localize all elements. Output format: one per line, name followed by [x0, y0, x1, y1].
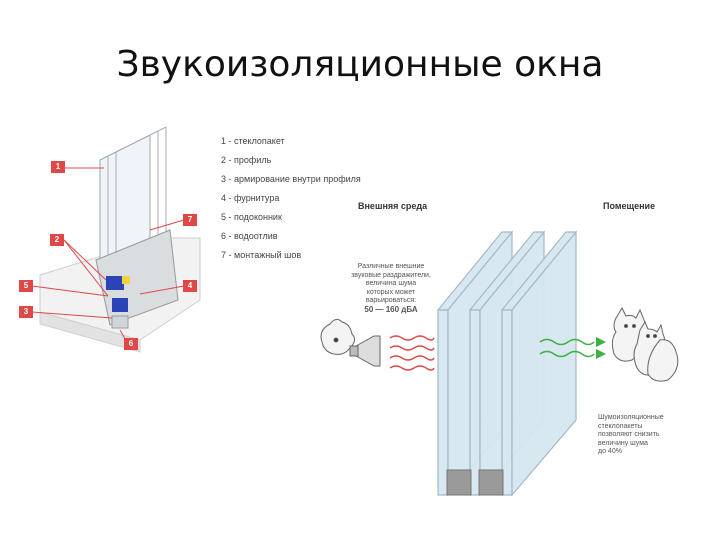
- noise-range-value: 50 — 160 дБА: [336, 306, 446, 315]
- reduction-description: Шумоизоляционные стеклопакеты позволяют …: [598, 414, 690, 457]
- room-label: Помещение: [603, 201, 655, 211]
- outer-environment-label: Внешняя среда: [358, 201, 427, 211]
- dog-with-megaphone-icon: [321, 319, 380, 366]
- noise-waves-icon: [390, 336, 434, 370]
- noise-description: Различные внешние звуковые раздражители,…: [336, 263, 446, 314]
- cats-icon: [612, 308, 677, 381]
